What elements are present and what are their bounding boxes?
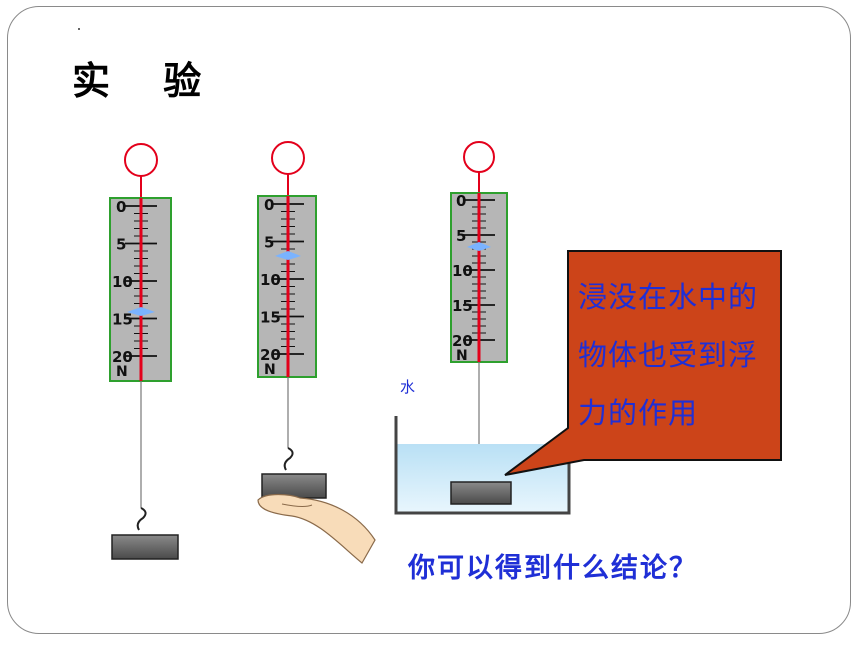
pointer-2-icon (275, 251, 301, 260)
spring-scale-1: 0 5 10 15 20N (109, 143, 179, 560)
tick-label: 15 (112, 311, 133, 329)
block-3 (450, 481, 512, 505)
tick-label: 15 (260, 309, 281, 327)
tick-label: 0 (456, 192, 466, 210)
slide-frame (7, 6, 851, 634)
question-text: 你可以得到什么结论？ (408, 553, 698, 584)
tick-label: 10 (452, 262, 473, 280)
pointer-1-icon (127, 307, 155, 316)
tick-label: 20 (112, 348, 133, 366)
block-1 (111, 534, 179, 560)
spring-scale-2: 0 5 10 15 20N (257, 141, 376, 564)
tick-label: 10 (260, 271, 281, 289)
tick-label: 0 (116, 198, 126, 216)
unit-label: N (264, 362, 276, 378)
hook-2-icon (283, 447, 294, 471)
unit-label: N (116, 364, 128, 380)
pointer-3-icon (467, 242, 491, 251)
tick-label: 0 (264, 196, 274, 214)
spring-scale-3: 0 5 10 15 20N (450, 141, 508, 479)
tick-label: 5 (264, 234, 274, 252)
unit-label: N (456, 348, 468, 364)
speech-bubble (504, 250, 782, 476)
tick-label: 20 (260, 346, 281, 364)
tick-label: 10 (112, 273, 133, 291)
tick-label: 5 (116, 236, 126, 254)
tick-label: 5 (456, 227, 466, 245)
hand-icon (257, 493, 376, 564)
hook-1-icon (136, 507, 147, 531)
tick-label: 15 (452, 297, 473, 315)
water-label: 水 (400, 378, 416, 396)
block-2 (261, 473, 327, 499)
decorative-dot (78, 28, 80, 30)
page-title: 实 验 (72, 59, 222, 103)
bubble-text: 浸没在水中的物体也受到浮力的作用 (578, 280, 759, 430)
tick-label: 20 (452, 332, 473, 350)
